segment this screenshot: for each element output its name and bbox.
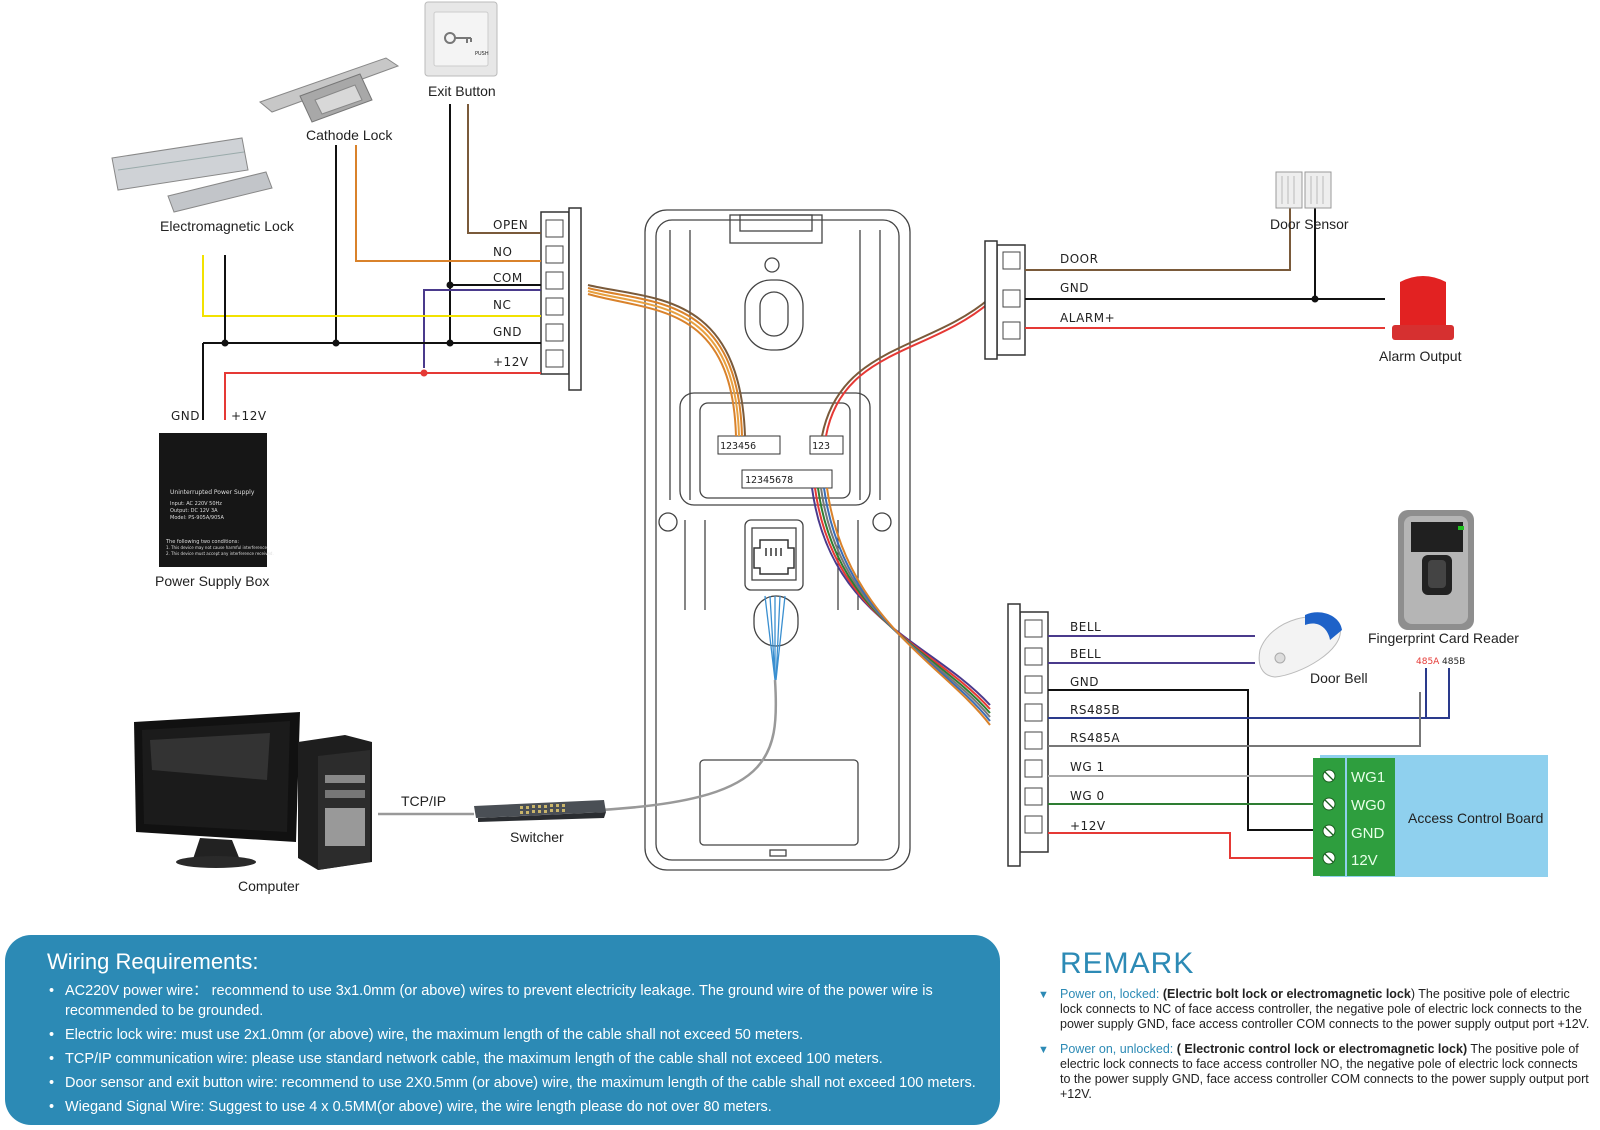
fingerprint-reader-label: Fingerprint Card Reader <box>1368 630 1519 646</box>
face-access-controller <box>644 209 911 871</box>
wiring-requirements-list: AC220V power wire： recommend to use 3x1.… <box>47 981 980 1117</box>
remark-condition: Power on, locked: <box>1060 987 1160 1001</box>
terminal-alarm-label: ALARM+ <box>1060 311 1115 325</box>
exit-button-label: Exit Button <box>428 83 496 99</box>
psu-gnd-label: GND <box>171 409 200 423</box>
switcher-label: Switcher <box>510 829 564 845</box>
top-right-terminal-block <box>984 240 1026 360</box>
svg-text:The following two conditions:: The following two conditions: <box>165 539 239 545</box>
wiring-diagram: 123456 123 12345678 <box>111 1 1548 894</box>
fingerprint-reader-device <box>1398 510 1474 630</box>
triangle-down-icon: ▼ <box>1038 989 1049 1001</box>
bottom-right-cable-bundle <box>811 487 991 726</box>
list-item: Wiegand Signal Wire: Suggest to use 4 x … <box>49 1097 980 1117</box>
list-item: Door sensor and exit button wire: recomm… <box>49 1073 980 1093</box>
terminal-no-label: NO <box>493 245 512 259</box>
rj45-port-icon <box>753 539 795 575</box>
door-sensor-label: Door Sensor <box>1270 216 1349 232</box>
terminal-gnd2-label: GND <box>1060 281 1089 295</box>
svg-text:1. This device may not cause h: 1. This device may not cause harmful int… <box>166 545 268 550</box>
svg-text:PUSH: PUSH <box>475 51 489 57</box>
terminal-wg1-label: WG 1 <box>1070 760 1105 774</box>
top-right-cable-bundle <box>821 297 991 437</box>
computer-label: Computer <box>238 878 300 894</box>
bottom-right-terminal-block <box>1007 603 1049 867</box>
svg-text:Output: DC 12V 3A: Output: DC 12V 3A <box>170 508 218 514</box>
door-bell-device <box>1258 612 1342 678</box>
wiring-requirements-title: Wiring Requirements: <box>47 949 259 974</box>
terminal-12v-label: +12V <box>493 355 529 369</box>
triangle-down-icon: ▼ <box>1038 1044 1049 1056</box>
connector-8pin: 12345678 <box>741 469 833 489</box>
remark-lock-type: ( Electronic control lock or electromagn… <box>1176 1042 1468 1056</box>
access-control-board: WG1 WG0 GND 12V Access Control Board <box>1313 755 1548 877</box>
acb-pin-gnd: GND <box>1351 825 1385 842</box>
power-supply-box-label: Power Supply Box <box>155 573 269 589</box>
acb-pin-12v: 12V <box>1351 852 1378 869</box>
terminal-nc-label: NC <box>493 298 511 312</box>
cathode-lock-device <box>259 57 400 123</box>
list-item: AC220V power wire： recommend to use 3x1.… <box>49 981 980 1021</box>
remark-item: ▼ Power on, unlocked: ( Electronic contr… <box>1030 1042 1590 1102</box>
bottom-right-wires <box>1048 635 1427 859</box>
terminal-bell1-label: BELL <box>1070 620 1101 634</box>
tcpip-label: TCP/IP <box>401 793 446 809</box>
remark-condition: Power on, unlocked: <box>1060 1042 1174 1056</box>
left-terminal-block <box>540 207 582 391</box>
access-control-board-label: Access Control Board <box>1408 810 1543 826</box>
alarm-output-device <box>1392 276 1454 340</box>
terminal-gnd-label: GND <box>493 325 522 339</box>
list-item: Electric lock wire: must use 2x1.0mm (or… <box>49 1025 980 1045</box>
terminal-bell2-label: BELL <box>1070 647 1101 661</box>
electromagnetic-lock-device <box>111 137 273 213</box>
terminal-wg0-label: WG 0 <box>1070 789 1105 803</box>
remark-text: ) The positive pole of electric lock con… <box>1060 987 1590 1031</box>
svg-text:2. This device must accept any: 2. This device must accept any interfere… <box>166 551 274 556</box>
left-wires <box>202 104 541 420</box>
psu-12v-label: +12V <box>231 409 267 423</box>
terminal-12v2-label: +12V <box>1070 819 1106 833</box>
terminal-gnd3-label: GND <box>1070 675 1099 689</box>
fp-485a-label: 485A <box>1416 657 1440 667</box>
svg-text:123: 123 <box>812 441 830 452</box>
remark-item: ▼ Power on, locked: (Electric bolt lock … <box>1030 987 1590 1032</box>
terminal-rs485a-label: RS485A <box>1070 731 1120 745</box>
top-right-wires <box>1025 208 1385 329</box>
remark-title: REMARK <box>1060 947 1195 980</box>
electromagnetic-lock-label: Electromagnetic Lock <box>160 218 295 234</box>
remark-lock-type: (Electric bolt lock or electromagnetic l… <box>1162 987 1411 1001</box>
network-cable <box>599 595 786 812</box>
computer-device <box>134 712 372 870</box>
list-item: TCP/IP communication wire: please use st… <box>49 1049 980 1069</box>
svg-text:12345678: 12345678 <box>745 475 793 486</box>
left-cable-bundle <box>587 284 746 437</box>
remark-text: The positive pole of electric lock conne… <box>1060 1042 1589 1101</box>
connector-3pin: 123 <box>809 435 844 455</box>
svg-text:Uninterrupted Power Supply: Uninterrupted Power Supply <box>170 489 255 496</box>
terminal-door-label: DOOR <box>1060 252 1098 266</box>
acb-pin-wg1: WG1 <box>1351 769 1385 786</box>
connector-6pin: 123456 <box>717 435 781 455</box>
wiring-requirements-panel: Wiring Requirements: AC220V power wire： … <box>5 935 1000 1125</box>
cathode-lock-label: Cathode Lock <box>306 127 393 143</box>
power-supply-box-device: Uninterrupted Power Supply Input: AC 220… <box>159 433 274 567</box>
svg-text:Model: PS-905A/905A: Model: PS-905A/905A <box>170 515 224 521</box>
terminal-open-label: OPEN <box>493 218 528 232</box>
acb-pin-wg0: WG0 <box>1351 797 1385 814</box>
terminal-com-label: COM <box>493 271 523 285</box>
svg-text:123456: 123456 <box>720 441 756 452</box>
remark-section: REMARK ▼ Power on, locked: (Electric bol… <box>1030 935 1590 1112</box>
fp-485b-label: 485B <box>1442 657 1465 667</box>
switcher-device <box>474 800 606 822</box>
door-bell-label: Door Bell <box>1310 670 1368 686</box>
fp-wires <box>1425 668 1450 719</box>
door-sensor-device <box>1275 171 1332 209</box>
svg-text:Input: AC 220V 50Hz: Input: AC 220V 50Hz <box>170 501 222 507</box>
exit-button-device: PUSH <box>424 1 498 77</box>
alarm-output-label: Alarm Output <box>1379 348 1462 364</box>
terminal-rs485b-label: RS485B <box>1070 703 1120 717</box>
